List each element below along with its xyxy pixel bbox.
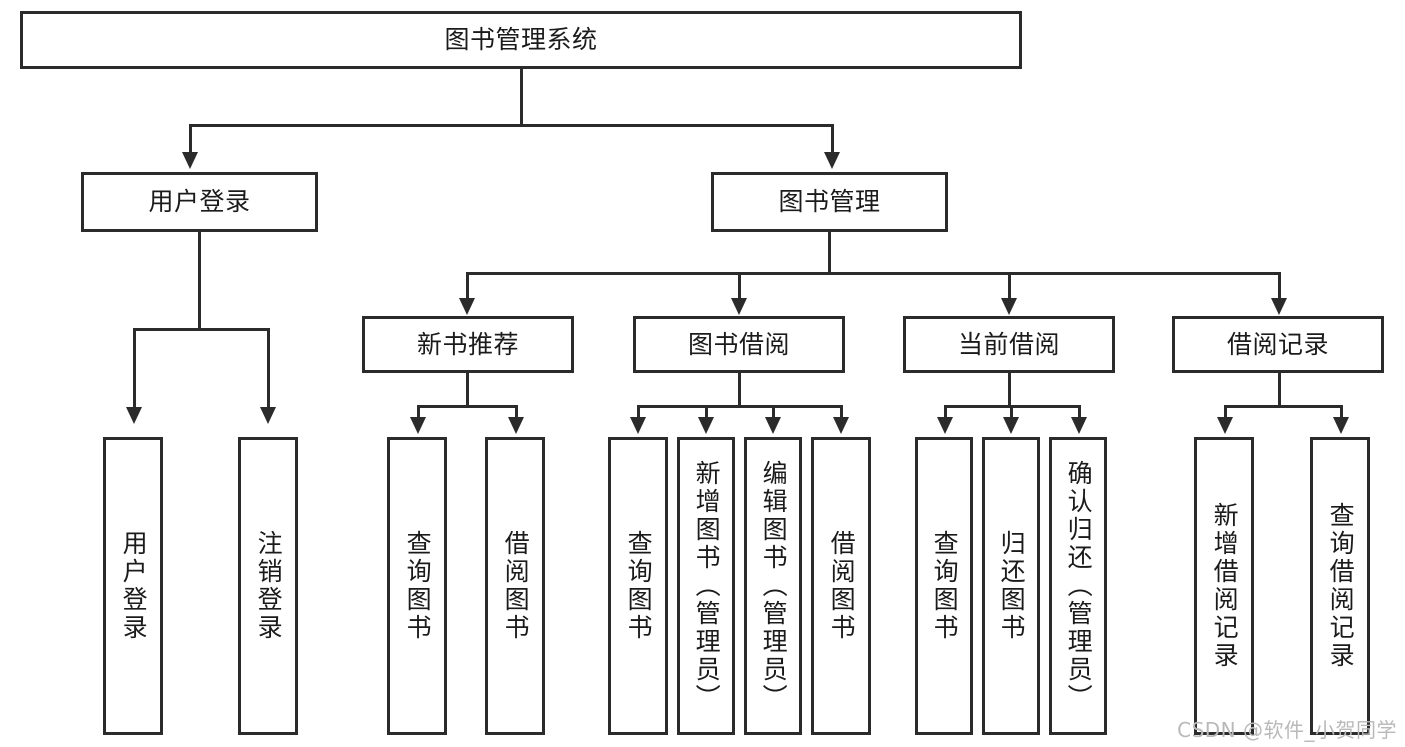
arrow-book-mgmt-newbook	[459, 298, 475, 315]
node-label: 新增图书（管理员）	[692, 460, 722, 712]
arrow-user-login-leaf-2	[260, 407, 276, 424]
connector-borrow-leaf-1	[637, 405, 640, 419]
connector-current-leaf-1	[944, 405, 947, 419]
node-label: 借阅记录	[1226, 329, 1329, 359]
node-leaf-borrow-add-book-admin[interactable]: 新增图书（管理员）	[677, 437, 735, 735]
connector-borrow-stem	[738, 373, 741, 405]
node-current-borrow[interactable]: 当前借阅	[903, 316, 1115, 373]
connector-borrow-leaf-2	[705, 405, 708, 419]
connector-book-mgmt-to-borrow	[738, 272, 741, 300]
connector-root-stem	[520, 69, 523, 124]
node-leaf-record-query-borrow-record[interactable]: 查询借阅记录	[1310, 437, 1370, 735]
arrow-book-mgmt-borrow	[731, 298, 747, 315]
node-label: 新书推荐	[416, 329, 519, 359]
arrow-borrow-leaf-4	[833, 417, 849, 434]
node-new-book-recommendation[interactable]: 新书推荐	[362, 316, 574, 373]
node-leaf-record-add-borrow-record[interactable]: 新增借阅记录	[1194, 437, 1254, 735]
connector-record-stem	[1278, 373, 1281, 405]
arrow-borrow-leaf-2	[698, 417, 714, 434]
connector-newbook-leaf-2	[515, 405, 518, 419]
connector-newbook-bus	[417, 405, 518, 408]
node-leaf-newbook-borrow-book[interactable]: 借阅图书	[485, 437, 545, 735]
connector-current-stem	[1008, 373, 1011, 405]
node-label: 当前借阅	[957, 329, 1060, 359]
arrow-record-leaf-1	[1217, 417, 1233, 434]
connector-record-leaf-1	[1224, 405, 1227, 419]
node-label: 借阅图书	[827, 530, 857, 642]
node-leaf-borrow-borrow-book[interactable]: 借阅图书	[811, 437, 871, 735]
node-label: 用户登录	[148, 187, 251, 216]
node-leaf-current-return-book[interactable]: 归还图书	[982, 437, 1040, 735]
connector-current-leaf-2	[1010, 405, 1013, 419]
connector-book-mgmt-bus	[466, 272, 1278, 275]
arrow-book-mgmt-current	[1001, 298, 1017, 315]
node-label: 查询借阅记录	[1326, 502, 1356, 670]
connector-user-login-stem	[198, 232, 201, 328]
arrow-newbook-leaf-1	[410, 417, 426, 434]
connector-borrow-bus	[637, 405, 843, 408]
node-label: 查询图书	[403, 530, 433, 642]
watermark-text: CSDN @软件_小贺同学	[1177, 718, 1397, 742]
arrow-book-mgmt-record	[1271, 298, 1287, 315]
connector-book-mgmt-to-newbook	[466, 272, 469, 300]
node-borrow-record[interactable]: 借阅记录	[1172, 316, 1384, 373]
connector-user-login-bus	[133, 328, 270, 331]
connector-book-mgmt-to-current	[1008, 272, 1011, 300]
arrow-current-leaf-1	[937, 417, 953, 434]
arrow-borrow-leaf-3	[765, 417, 781, 434]
node-leaf-current-confirm-return-admin[interactable]: 确认归还（管理员）	[1049, 437, 1107, 735]
connector-borrow-leaf-4	[840, 405, 843, 419]
node-label: 图书借阅	[687, 329, 790, 359]
node-label: 编辑图书（管理员）	[759, 460, 789, 712]
connector-user-login-to-leaf-2	[267, 328, 270, 409]
connector-current-leaf-3	[1078, 405, 1081, 419]
node-label: 图书管理	[778, 187, 881, 216]
node-label: 借阅图书	[501, 530, 531, 642]
node-label: 用户登录	[119, 530, 149, 642]
connector-record-bus	[1224, 405, 1343, 408]
node-label: 图书管理系统	[444, 25, 598, 54]
arrow-record-leaf-2	[1333, 417, 1349, 434]
arrow-newbook-leaf-2	[508, 417, 524, 434]
connector-record-leaf-2	[1340, 405, 1343, 419]
connector-root-to-user-login	[189, 124, 192, 154]
node-label: 确认归还（管理员）	[1064, 460, 1094, 712]
node-label: 查询图书	[624, 530, 654, 642]
node-label: 新增借阅记录	[1210, 502, 1240, 670]
node-book-management[interactable]: 图书管理	[711, 172, 948, 232]
node-leaf-borrow-query-book[interactable]: 查询图书	[608, 437, 668, 735]
node-label: 注销登录	[254, 530, 284, 642]
arrow-root-to-user-login	[182, 152, 198, 169]
arrow-user-login-leaf-1	[126, 407, 142, 424]
connector-root-to-book-mgmt	[831, 124, 834, 154]
connector-root-bus	[189, 124, 834, 127]
arrow-current-leaf-3	[1071, 417, 1087, 434]
arrow-root-to-book-mgmt	[824, 152, 840, 169]
node-leaf-user-login-signout[interactable]: 注销登录	[238, 437, 298, 735]
arrow-borrow-leaf-1	[630, 417, 646, 434]
connector-borrow-leaf-3	[772, 405, 775, 419]
connector-user-login-to-leaf-1	[133, 328, 136, 409]
node-leaf-current-query-book[interactable]: 查询图书	[915, 437, 973, 735]
arrow-current-leaf-2	[1003, 417, 1019, 434]
node-leaf-newbook-query-book[interactable]: 查询图书	[387, 437, 447, 735]
node-leaf-borrow-edit-book-admin[interactable]: 编辑图书（管理员）	[744, 437, 802, 735]
connector-book-mgmt-to-record	[1278, 272, 1281, 300]
connector-newbook-stem	[466, 373, 469, 405]
node-book-borrow[interactable]: 图书借阅	[633, 316, 845, 373]
connector-newbook-leaf-1	[417, 405, 420, 419]
node-label: 归还图书	[997, 530, 1027, 642]
node-label: 查询图书	[930, 530, 960, 642]
connector-book-mgmt-stem	[828, 232, 831, 274]
node-leaf-user-login-signin[interactable]: 用户登录	[103, 437, 163, 735]
node-user-login[interactable]: 用户登录	[81, 172, 318, 232]
node-root-book-management-system[interactable]: 图书管理系统	[20, 11, 1022, 69]
